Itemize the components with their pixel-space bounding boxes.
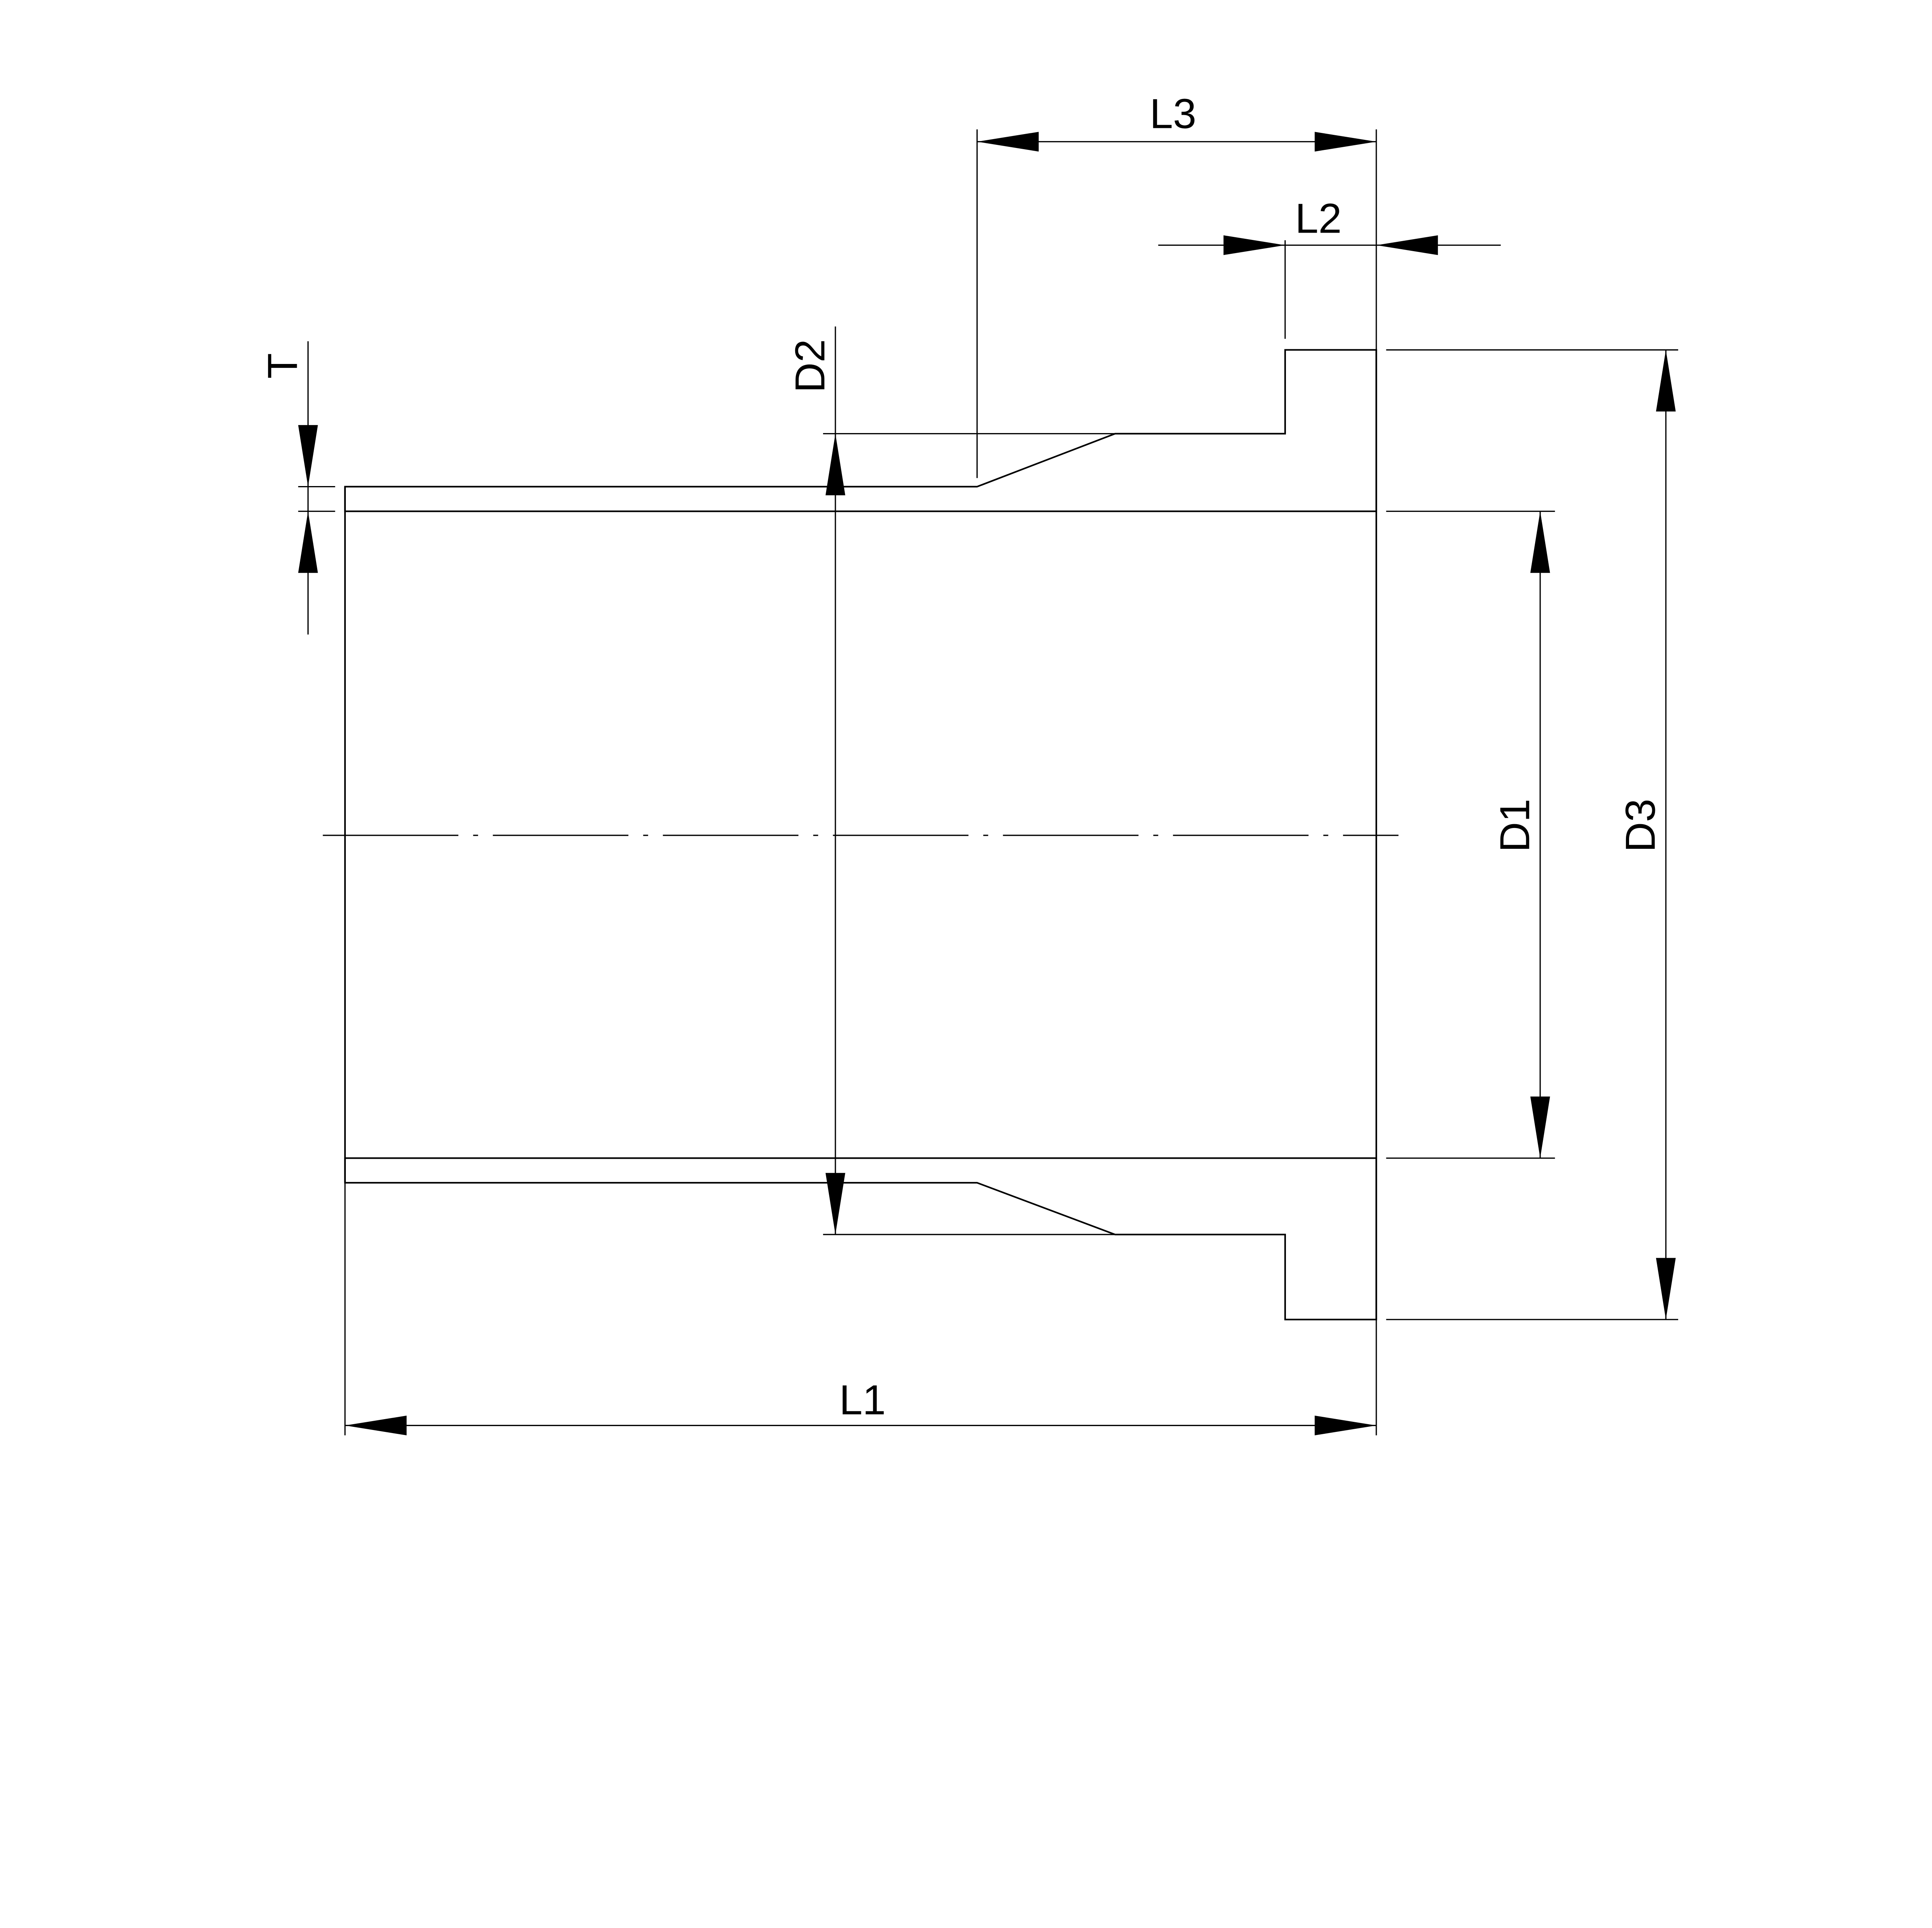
label-D3: D3: [1617, 799, 1664, 852]
arrowhead: [1223, 235, 1285, 255]
dimension-D2: D2: [786, 326, 845, 1235]
label-L3: L3: [1150, 90, 1196, 137]
upper-wall-section: [344, 349, 1377, 512]
technical-drawing: L1 L3 L2 T D2 D1 D3: [259, 90, 1679, 1435]
arrowhead: [1315, 1415, 1376, 1435]
dimension-L2: L2: [1158, 195, 1501, 255]
arrowhead: [298, 425, 318, 487]
dimension-T: T: [259, 341, 318, 635]
arrowhead: [825, 434, 845, 495]
arrowhead: [1530, 1097, 1550, 1158]
arrowhead: [1656, 1258, 1676, 1320]
label-L1: L1: [839, 1377, 886, 1423]
arrowhead: [825, 1173, 845, 1235]
label-T: T: [259, 353, 306, 379]
arrowhead: [345, 1415, 407, 1435]
arrowhead: [1376, 235, 1438, 255]
arrowhead: [1315, 132, 1376, 152]
dimension-L3: L3: [977, 90, 1376, 152]
label-L2: L2: [1295, 195, 1342, 242]
label-D1: D1: [1491, 799, 1538, 852]
dimension-D1: D1: [1491, 511, 1550, 1158]
dimension-D3: D3: [1617, 350, 1676, 1320]
label-D2: D2: [786, 339, 833, 393]
arrowhead: [298, 511, 318, 573]
dimension-L1: L1: [345, 1377, 1376, 1435]
arrowhead: [1530, 511, 1550, 573]
arrowhead: [977, 132, 1039, 152]
extension-lines: [298, 129, 1679, 1435]
arrowhead: [1656, 350, 1676, 412]
